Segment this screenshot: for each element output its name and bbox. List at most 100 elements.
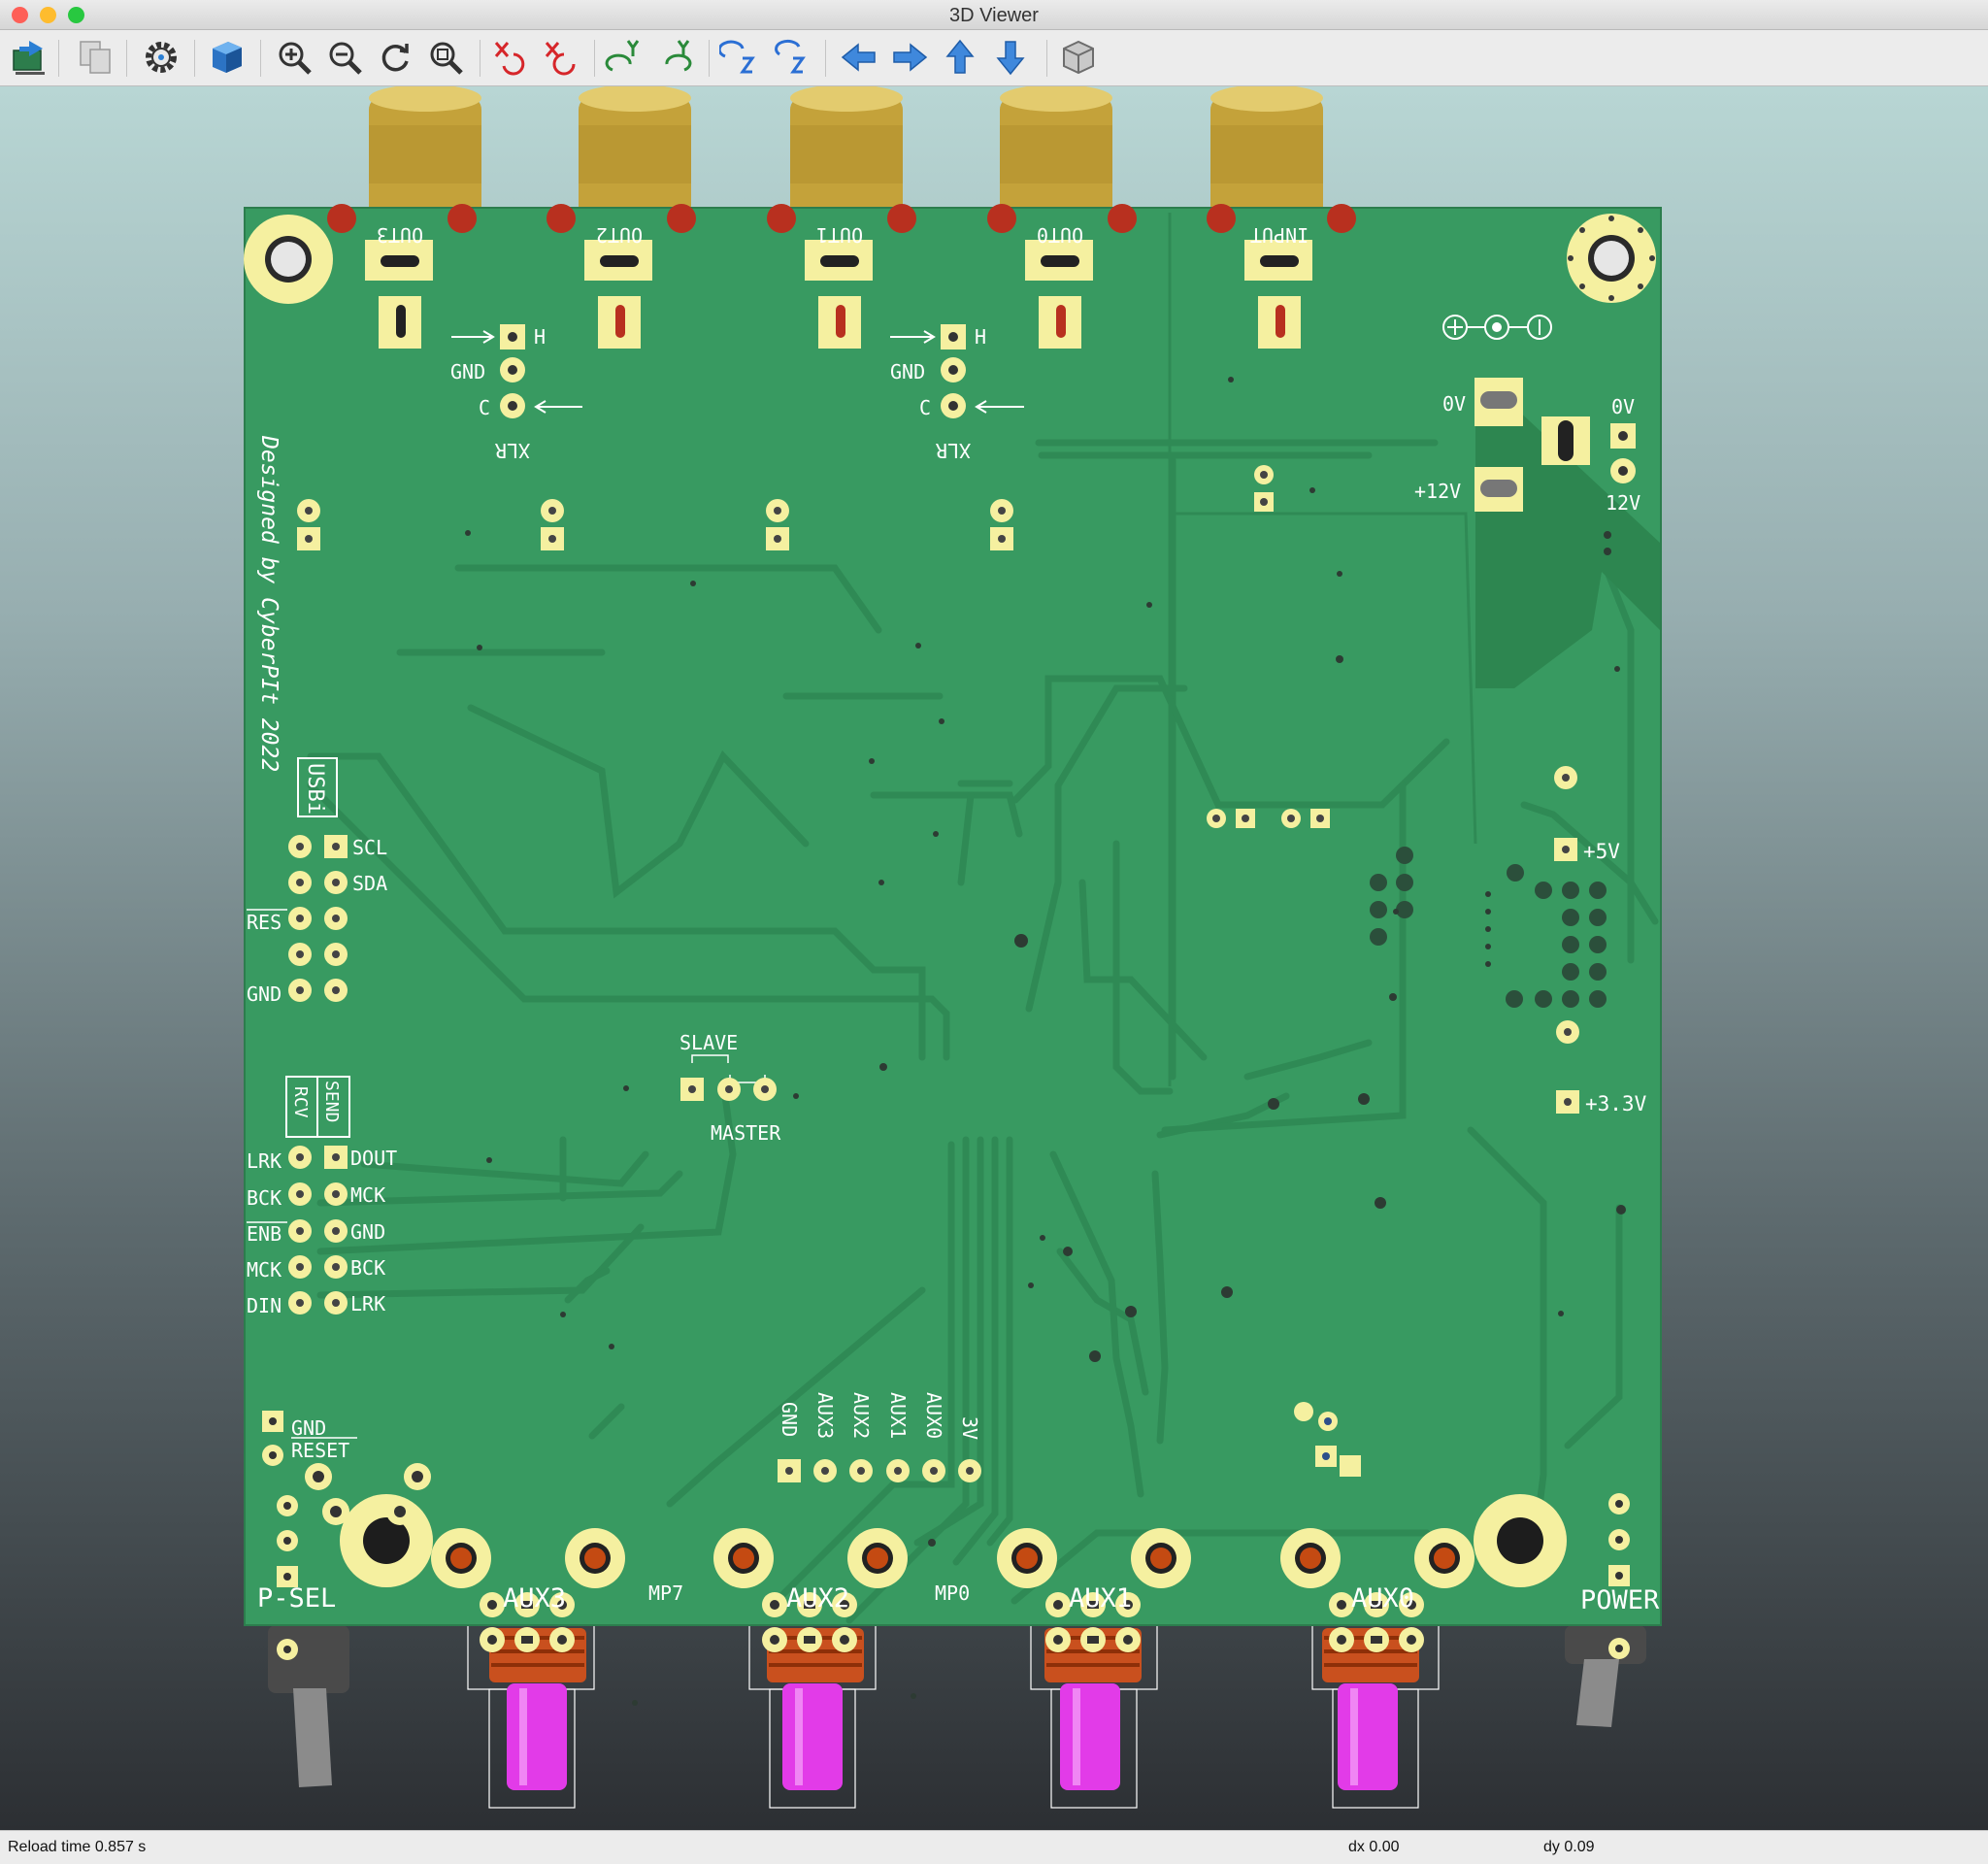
arrow-right-icon [893,43,928,72]
reset-block-gnd-label: GND [291,1416,326,1440]
i2s-send-label: SEND [321,1081,342,1122]
plus-12v-label: +12V [1414,480,1461,503]
pot-label-aux0: AUX0 [1351,1583,1414,1614]
aux-header-label-4: AUX0 [922,1392,945,1439]
pcb-render: OUT3 OUT2 OUT1 OUT0 INPUT H GND C XLR H … [244,86,1662,1809]
rotate-y-ccw-button[interactable] [655,37,696,78]
rotate-y-cw-icon [605,40,640,72]
zoom-in-button[interactable] [274,37,315,78]
master-label: MASTER [711,1121,781,1145]
mp0-label: MP0 [935,1581,970,1605]
pot-footprint-aux2 [713,1528,908,1652]
xlr-c-label-right: C [919,396,931,419]
rca-label-out0: OUT0 [1037,223,1083,247]
preferences-button[interactable] [141,37,182,78]
rca-jacks [369,86,1323,222]
i2s-left-label-3: MCK [247,1258,282,1282]
xlr-gnd-label-right: GND [890,360,925,383]
power-switch-pins [1608,1493,1630,1659]
zoom-window-button[interactable] [68,7,84,23]
rca-pads [327,204,1356,349]
usbi-label: USBi [303,763,327,815]
toolbar [0,30,1988,86]
vias [465,377,1626,1706]
power-pour-divider [1168,213,1477,1086]
minimize-window-button[interactable] [40,7,56,23]
rotate-z-ccw-button[interactable] [770,37,811,78]
pot-aux2 [748,1624,877,1809]
right-test-points [1207,766,1579,1114]
i2s-header-pins [288,1146,348,1315]
plus-3v3-label: +3.3V [1585,1092,1647,1115]
aux-header-label-1: AUX3 [813,1392,837,1439]
rotate-y-ccw-icon [665,40,692,72]
move-right-button[interactable] [889,37,930,78]
i2s-left-label-1: BCK [247,1186,282,1210]
copy-3d-image-button[interactable] [76,37,116,78]
power-label: POWER [1580,1585,1660,1615]
rotate-x-cw-button[interactable] [490,37,531,78]
title-bar: 3D Viewer [0,0,1988,30]
zero-v-right-label: 0V [1611,395,1635,418]
usbi-header-pins [288,835,348,1002]
usbi-scl-label: SCL [352,836,387,859]
i2s-right-label-3: BCK [350,1256,385,1280]
zoom-fit-icon [430,42,463,75]
zoom-fit-button[interactable] [425,37,466,78]
xlr-label-left: XLR [494,439,530,462]
power-jack-pads [1474,378,1636,512]
aux-header-label-5: 3V [958,1416,981,1440]
xlr-gnd-label-left: GND [450,360,485,383]
raytracing-toggle[interactable] [207,37,248,78]
pot-aux3 [467,1624,595,1809]
redraw-button[interactable] [375,37,415,78]
rca-label-out3: OUT3 [377,223,423,247]
close-window-button[interactable] [12,7,28,23]
rotate-z-ccw-icon [775,39,806,74]
move-up-button[interactable] [940,37,980,78]
mp7-label: MP7 [648,1581,683,1605]
i2s-right-label-2: GND [350,1220,385,1244]
zoom-out-icon [329,42,362,75]
move-down-button[interactable] [990,37,1031,78]
rotate-x-ccw-icon [545,42,576,76]
3d-viewport[interactable]: OUT3 OUT2 OUT1 OUT0 INPUT H GND C XLR H … [0,86,1988,1830]
status-bar: Reload time 0.857 s dx 0.00 dy 0.09 [0,1830,1988,1864]
pot-footprint-aux1 [997,1528,1191,1652]
xlr-h-label-left: H [534,325,546,349]
pad-cluster-bottom-right [1294,1402,1361,1477]
rca-label-out1: OUT1 [816,223,863,247]
arrow-up-icon [945,39,975,74]
pot-aux1 [1030,1624,1158,1809]
aux-header-label-0: GND [778,1402,801,1437]
pot-aux0 [1311,1624,1440,1809]
usbi-box [297,757,338,817]
right-via-array [1370,847,1607,1008]
zoom-out-button[interactable] [324,37,365,78]
pot-label-aux1: AUX1 [1069,1583,1132,1614]
xlr-label-right: XLR [935,439,971,462]
i2s-right-label-1: MCK [350,1183,385,1207]
move-left-button[interactable] [839,37,879,78]
ortho-view-toggle[interactable] [1058,37,1099,78]
redraw-icon [381,44,409,72]
i2s-left-label-0: LRK [247,1149,282,1173]
zero-v-label: 0V [1442,392,1466,416]
rotate-z-cw-icon [719,40,755,74]
rotate-z-cw-button[interactable] [719,37,760,78]
aux-header-label-2: AUX2 [849,1392,873,1439]
i2s-rcv-label: RCV [290,1086,311,1118]
dc-polarity-symbol [1442,315,1552,340]
rotate-x-ccw-button[interactable] [541,37,581,78]
xlr-block-right [890,324,1024,418]
i2s-left-label-4: DIN [247,1294,282,1317]
cube-render-icon [213,42,242,73]
xlr-h-label-right: H [975,325,986,349]
reload-board-button[interactable] [10,37,50,78]
rotate-y-cw-button[interactable] [605,37,646,78]
usbi-sda-label: SDA [352,872,387,895]
xlr-block-left [451,324,582,418]
dx-readout: dx 0.00 [1348,1839,1400,1855]
plus-5v-label: +5V [1583,840,1620,863]
pot-label-aux2: AUX2 [786,1583,849,1614]
